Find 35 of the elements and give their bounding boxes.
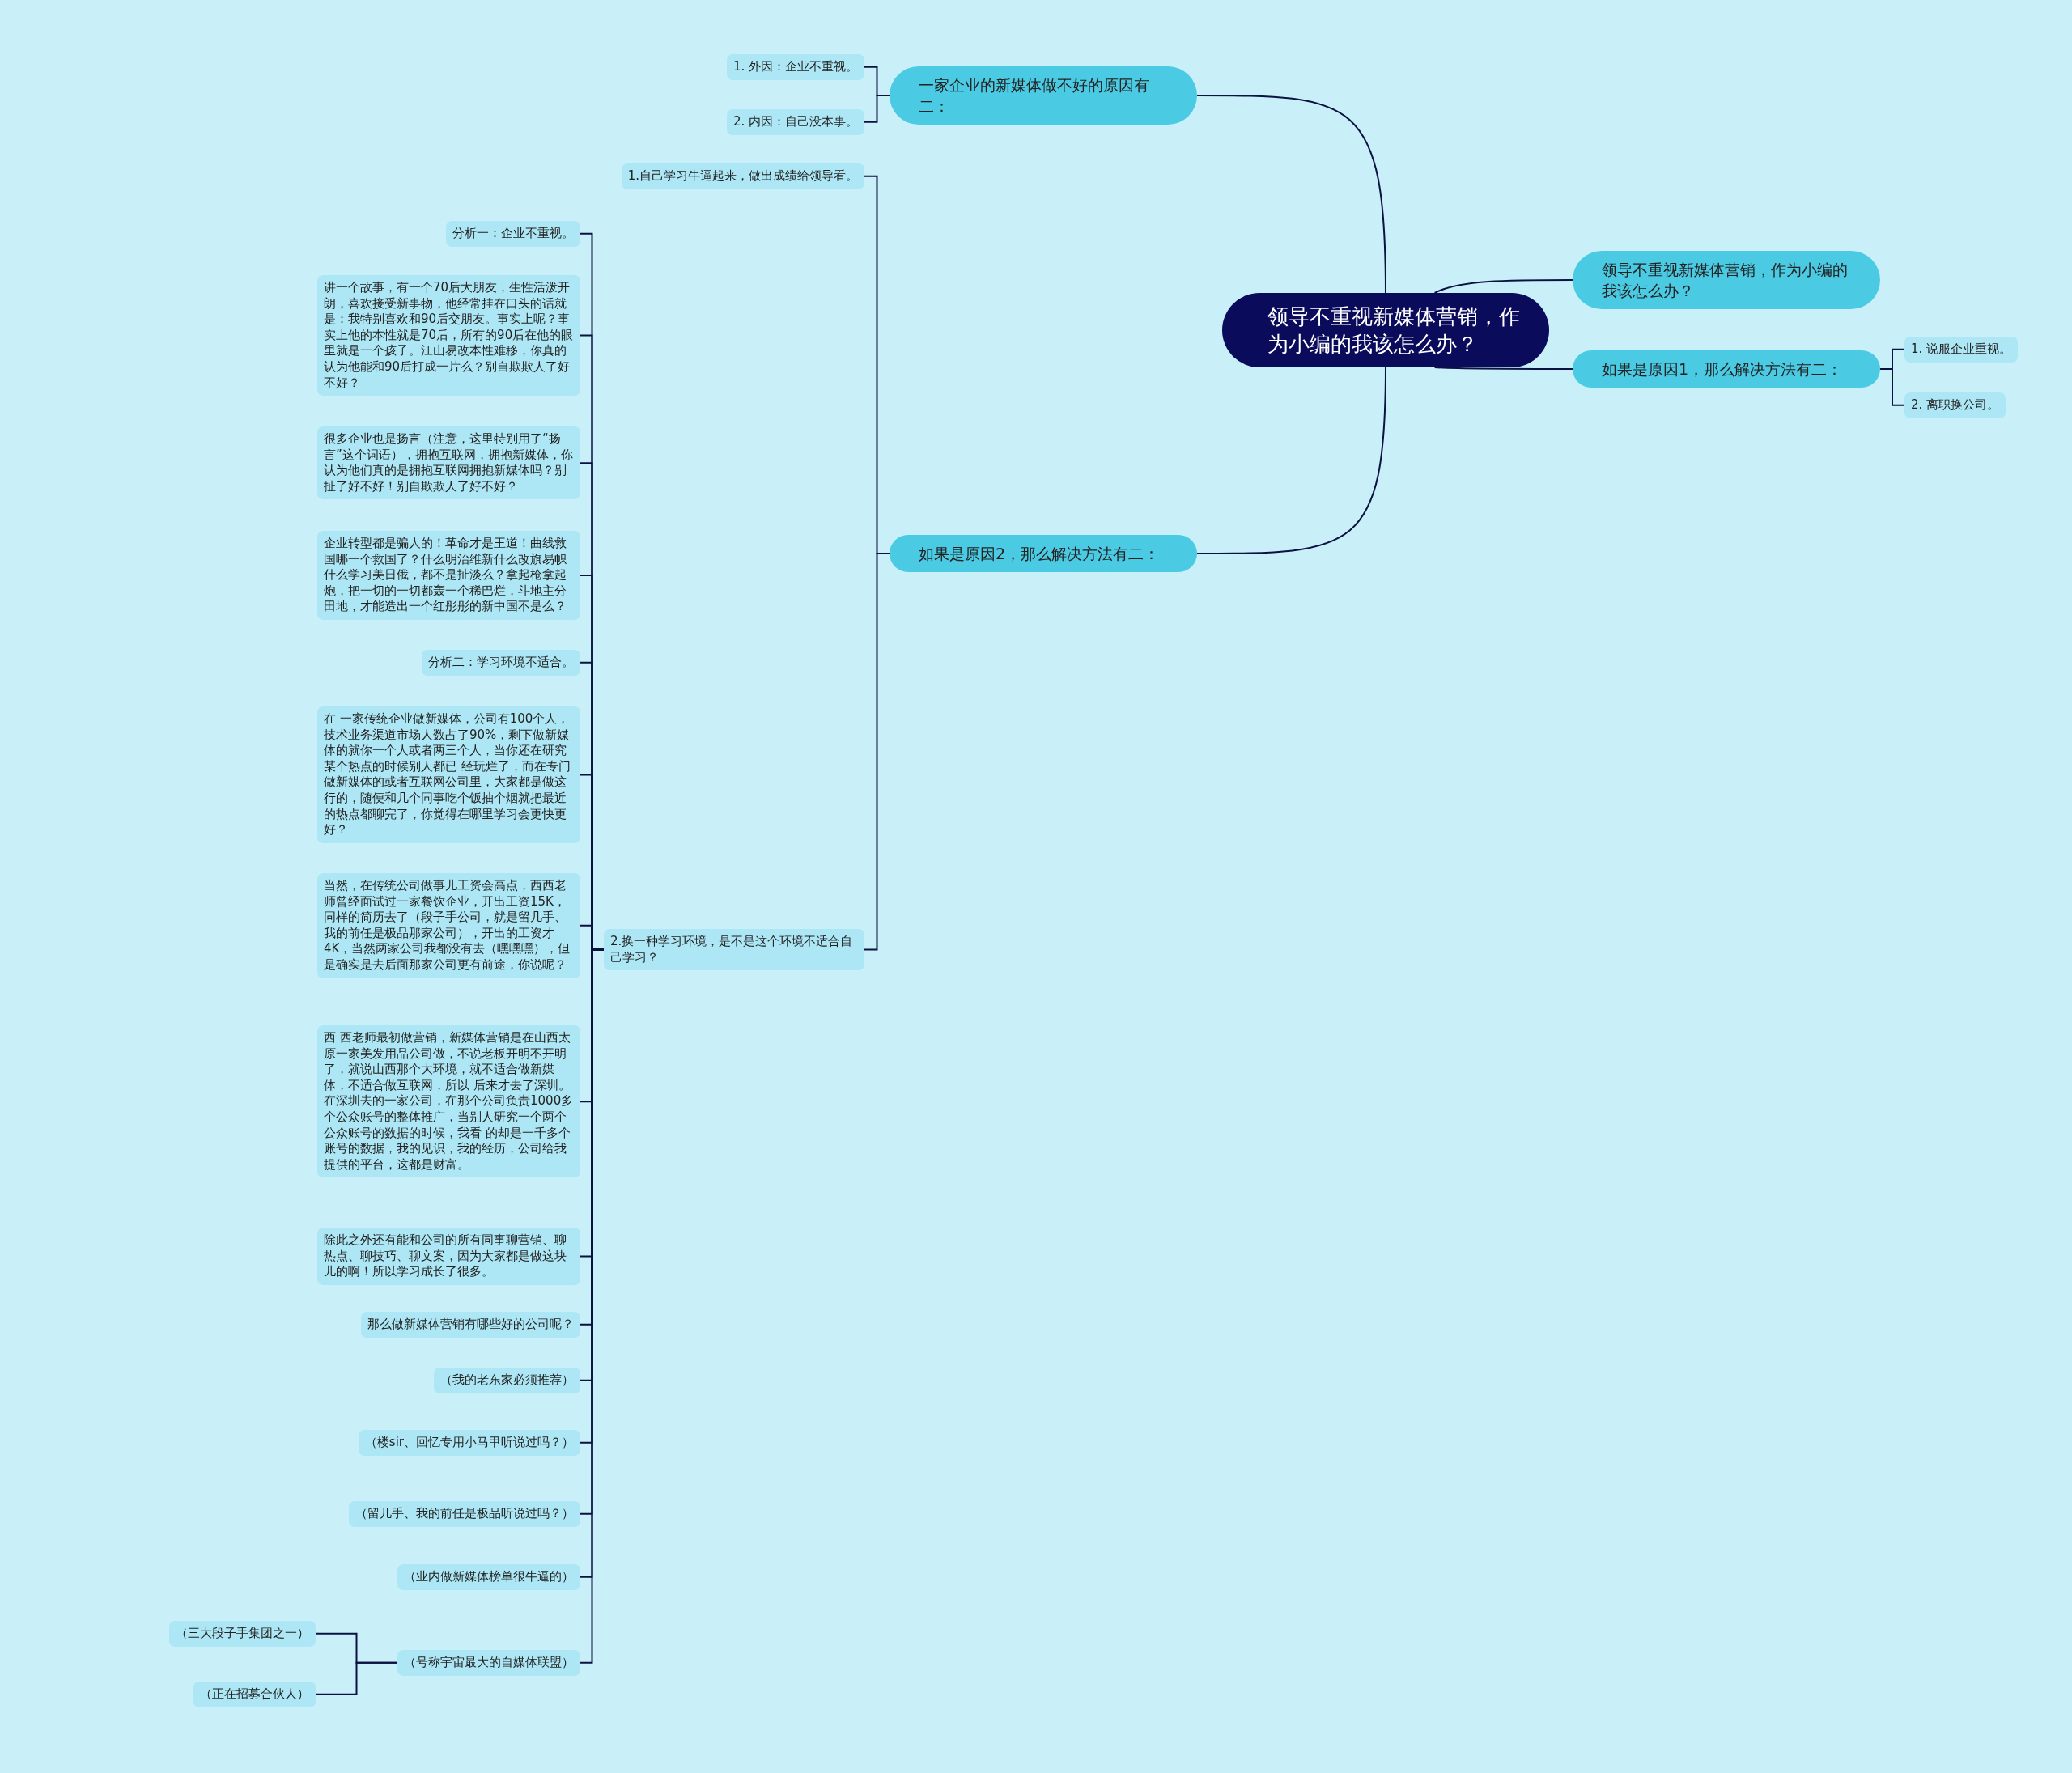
subtopic-card: （留几手、我的前任是极品听说过吗？） xyxy=(349,1501,580,1527)
subtopic-card: （楼sir、回忆专用小马甲听说过吗？） xyxy=(358,1430,580,1456)
subtopic-card: （三大段子手集团之一） xyxy=(169,1621,316,1647)
subtopic-card: 西 西老师最初做营销，新媒体营销是在山西太原一家美发用品公司做，不说老板开明不开明了，就说山西那个大环境，就不适合做新媒体，不适合做互联网，所以 后来才去了深圳。在深圳去的一家公司，在那个公司负责1000多个公众账号的整体推广，当别人研究一个两个公众账号的数据的时候，我看 的却是一千多个账号的数据，我的见识，我的经历，公司给我提供的平台，这都是财富。 xyxy=(317,1025,580,1178)
topic-pill: 领导不重视新媒体营销，作为小编的我该怎么办？ xyxy=(1573,251,1880,309)
subtopic-card: 分析一：企业不重视。 xyxy=(446,221,580,247)
connector-line xyxy=(1433,279,1573,294)
topic-pill: 一家企业的新媒体做不好的原因有二： xyxy=(890,66,1197,125)
subtopic-card: （业内做新媒体榜单很牛逼的） xyxy=(397,1564,580,1590)
topic-pill: 如果是原因2，那么解决方法有二： xyxy=(890,535,1197,572)
subtopic-card: 2. 离职换公司。 xyxy=(1904,392,2006,418)
subtopic-card: 除此之外还有能和公司的所有同事聊营销、聊热点、聊技巧、聊文案，因为大家都是做这块儿的啊！所以学习成长了很多。 xyxy=(317,1228,580,1285)
subtopic-card: 1. 外因：企业不重视。 xyxy=(726,54,864,80)
central-topic: 领导不重视新媒体营销，作为小编的我该怎么办？ xyxy=(1222,293,1549,367)
subtopic-card: （正在招募合伙人） xyxy=(193,1682,316,1707)
subtopic-card: 在 一家传统企业做新媒体，公司有100个人，技术业务渠道市场人数占了90%，剩下做新媒体的就你一个人或者两三个人，当你还在研究某个热点的时候别人都已 经玩烂了，而在专门做新媒体的或者互联网公司里，大家都是做这行的，随便和几个同事吃个饭抽个烟就把最近的热点都聊完了，你觉得在哪里学习会更快更好？ xyxy=(317,706,580,843)
connector-line xyxy=(1196,367,1386,554)
subtopic-card: （号称宇宙最大的自媒体联盟） xyxy=(397,1650,580,1676)
connector-line xyxy=(864,95,890,123)
subtopic-card: 当然，在传统公司做事儿工资会高点，西西老师曾经面试过一家餐饮企业，开出工资15K，同样的简历去了（段子手公司，就是留几手、我的前任是极品那家公司），开出的工资才4K，当然两家公司我都没有去（嘿嘿嘿），但是确实是去后面那家公司更有前途，你说呢？ xyxy=(317,873,580,978)
subtopic-card: 很多企业也是扬言（注意，这里特别用了“扬言”这个词语），拥抱互联网，拥抱新媒体，你认为他们真的是拥抱互联网拥抱新媒体吗？别扯了好不好！别自欺欺人了好不好？ xyxy=(317,426,580,500)
subtopic-card: 2.换一种学习环境，是不是这个环境不适合自己学习？ xyxy=(604,929,864,971)
subtopic-card: 2. 内因：自己没本事。 xyxy=(726,109,864,135)
subtopic-card: 1. 说服企业重视。 xyxy=(1904,337,2019,363)
connector-line xyxy=(1879,368,1905,406)
topic-pill: 如果是原因1，那么解决方法有二： xyxy=(1573,350,1880,388)
connector-line xyxy=(315,1661,398,1695)
subtopic-card: 讲一个故事，有一个70后大朋友，生性活泼开朗，喜欢接受新事物，他经常挂在口头的话就是：我特别喜欢和90后交朋友。事实上呢？事实上他的本性就是70后，所有的90后在他的眼里就是一个孩子。江山易改本性难移，你真的认为他能和90后打成一片么？别自欺欺人了好不好？ xyxy=(317,275,580,397)
subtopic-card: 1.自己学习牛逼起来，做出成绩给领导看。 xyxy=(621,163,864,189)
subtopic-card: 那么做新媒体营销有哪些好的公司呢？ xyxy=(361,1312,580,1338)
subtopic-card: （我的老东家必须推荐） xyxy=(434,1368,580,1393)
subtopic-card: 分析二：学习环境不适合。 xyxy=(422,650,580,676)
connector-line xyxy=(1196,95,1386,294)
subtopic-card: 企业转型都是骗人的！革命才是王道！曲线救国哪一个救国了？什么明治维新什么改旗易帜什么学习美日俄，都不是扯淡么？拿起枪拿起炮，把一切的一切都轰一个稀巴烂，斗地主分田地，才能造出一个红彤彤的新中国不是么？ xyxy=(317,531,580,620)
connector-line xyxy=(1433,367,1573,370)
